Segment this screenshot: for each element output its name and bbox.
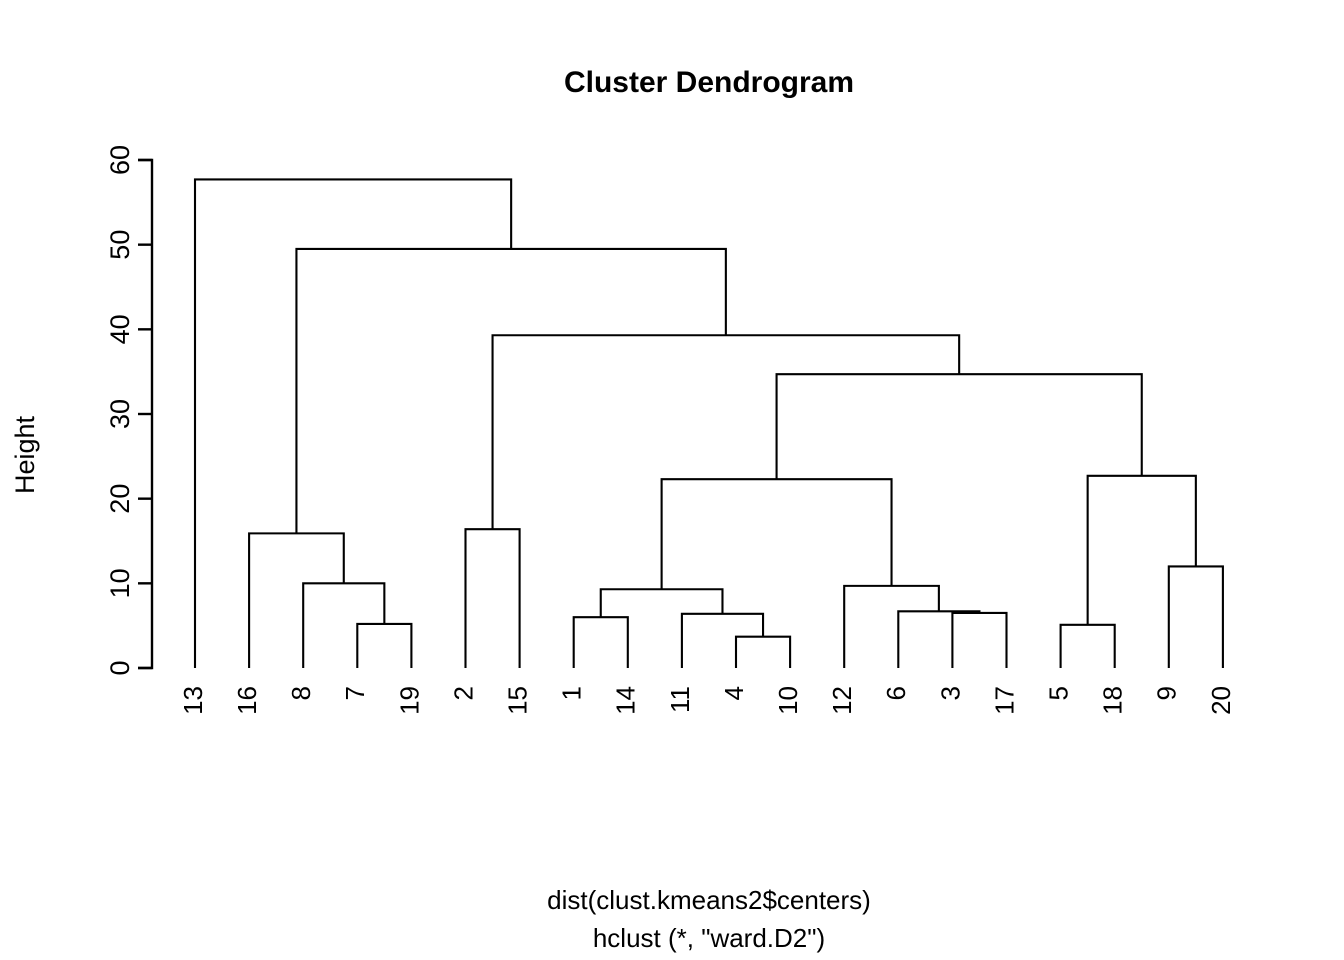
caption-line-2: hclust (*, "ward.D2") <box>593 923 825 953</box>
dendrogram-link <box>951 611 1008 668</box>
dendrogram-leaf-label: 13 <box>178 686 208 715</box>
dendrogram-leaf-label: 7 <box>340 686 370 700</box>
dendrogram-leaf-label: 4 <box>719 686 749 700</box>
dendrogram-link <box>775 373 1143 480</box>
y-axis-tick-label: 20 <box>105 484 135 514</box>
y-axis-tick-label: 40 <box>105 314 135 344</box>
dendrogram-leaf-label: 19 <box>394 686 424 715</box>
dendrogram-link <box>1086 474 1197 625</box>
dendrogram-leaf-label: 10 <box>773 686 803 715</box>
dendrogram-link <box>193 178 513 668</box>
y-axis-tick-label: 0 <box>105 660 135 675</box>
dendrogram-leaf-label: 14 <box>611 686 641 715</box>
dendrogram-leaf-label: 18 <box>1098 686 1128 715</box>
dendrogram-leaf-label: 8 <box>286 686 316 700</box>
dendrogram-leaf-label: 15 <box>502 686 532 715</box>
dendrogram-leaf-label: 12 <box>827 686 857 715</box>
y-axis-tick-label: 50 <box>105 230 135 260</box>
dendrogram-leaf-label: 20 <box>1206 686 1236 715</box>
dendrogram-leaf-label: 2 <box>448 686 478 700</box>
y-axis-tick-label: 30 <box>105 399 135 429</box>
dendrogram-leaf-label: 16 <box>232 686 262 715</box>
caption-line-1: dist(clust.kmeans2$centers) <box>547 885 871 915</box>
y-axis-tick-label: 60 <box>105 145 135 175</box>
y-axis-label: Height <box>10 415 40 494</box>
dendrogram-leaf-label: 17 <box>989 686 1019 715</box>
dendrogram-leaf-label: 5 <box>1043 686 1073 700</box>
dendrogram-links <box>193 178 1224 668</box>
dendrogram-leaf-label: 6 <box>881 686 911 700</box>
dendrogram-leaf-label: 1 <box>557 686 587 700</box>
dendrogram-leaf-label: 11 <box>665 686 695 713</box>
y-axis: 0 10 20 30 40 50 60 <box>105 145 154 676</box>
dendrogram-leaf-label: 9 <box>1152 686 1182 700</box>
page-title: Cluster Dendrogram <box>564 66 854 99</box>
dendrogram-link <box>464 528 521 668</box>
dendrogram-leaf-label: 3 <box>935 686 965 700</box>
y-axis-tick-label: 10 <box>105 568 135 598</box>
